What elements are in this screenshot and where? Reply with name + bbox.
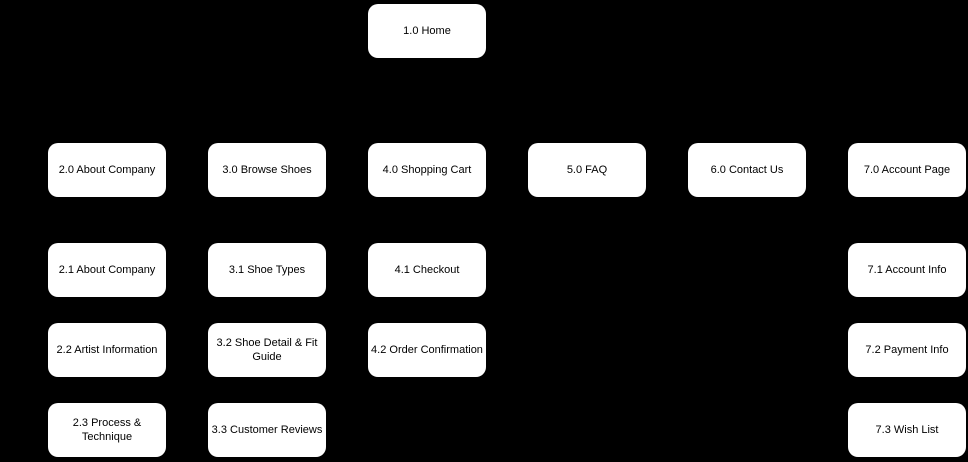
node-7-1-account-info: 7.1 Account Info [848, 243, 966, 297]
node-7-3-wish-list: 7.3 Wish List [848, 403, 966, 457]
node-4-2-order-confirmation: 4.2 Order Confirmation [368, 323, 486, 377]
node-3-2-shoe-detail-fit-guide: 3.2 Shoe Detail & Fit Guide [208, 323, 326, 377]
node-4-1-checkout: 4.1 Checkout [368, 243, 486, 297]
node-3-1-shoe-types: 3.1 Shoe Types [208, 243, 326, 297]
node-2-1-about-company: 2.1 About Company [48, 243, 166, 297]
node-6-0-contact-us: 6.0 Contact Us [688, 143, 806, 197]
node-1-0-home: 1.0 Home [368, 4, 486, 58]
node-3-0-browse-shoes: 3.0 Browse Shoes [208, 143, 326, 197]
node-7-0-account-page: 7.0 Account Page [848, 143, 966, 197]
node-7-2-payment-info: 7.2 Payment Info [848, 323, 966, 377]
node-5-0-faq: 5.0 FAQ [528, 143, 646, 197]
node-3-3-customer-reviews: 3.3 Customer Reviews [208, 403, 326, 457]
node-2-2-artist-information: 2.2 Artist Information [48, 323, 166, 377]
node-4-0-shopping-cart: 4.0 Shopping Cart [368, 143, 486, 197]
node-2-3-process-technique: 2.3 Process & Technique [48, 403, 166, 457]
node-2-0-about-company: 2.0 About Company [48, 143, 166, 197]
